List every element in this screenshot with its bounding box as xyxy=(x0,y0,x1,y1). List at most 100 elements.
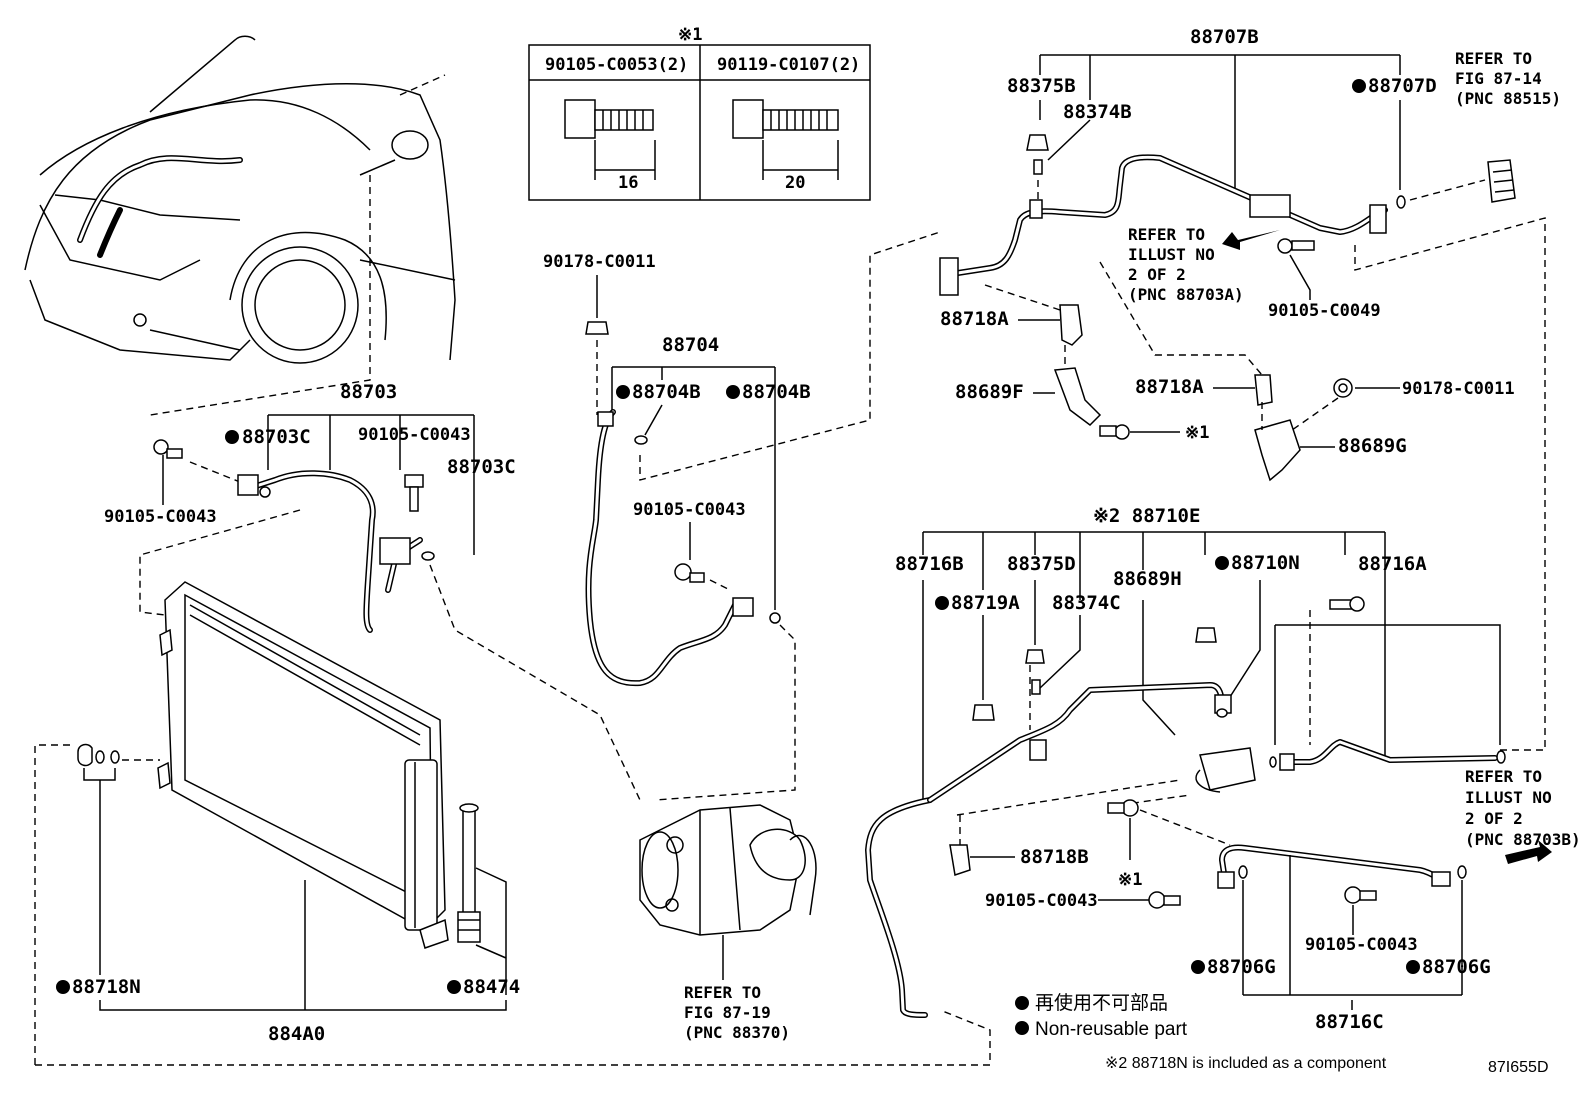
o-ring-88716A-icon xyxy=(1496,750,1506,764)
label-90105-C0043-c: 90105-C0043 xyxy=(633,500,746,520)
discharge-pipe-assembly-88707B: 88707B 88375B 88374B 88707D REFER TO FIG… xyxy=(939,26,1561,751)
label-90178-C0011-right: 90178-C0011 xyxy=(1402,379,1515,399)
label-88375B: 88375B xyxy=(1007,75,1076,97)
label-88706G-b: 88706G xyxy=(1422,956,1491,978)
o-ring-88703C-left-icon xyxy=(259,486,271,498)
valve-core-88374C-icon xyxy=(1031,679,1041,695)
flange-bolt-2-icon xyxy=(732,99,839,139)
nut-90178-C0011-right-icon xyxy=(1333,378,1353,398)
label-88707D: 88707D xyxy=(1368,75,1437,97)
svg-text:REFER TO: REFER TO xyxy=(1455,49,1532,68)
label-88706G-a: 88706G xyxy=(1207,956,1276,978)
legend-jp: 再使用不可部品 xyxy=(1035,992,1168,1014)
clamp-88718B-icon xyxy=(949,844,971,876)
svg-text:REFER TO: REFER TO xyxy=(684,983,761,1002)
condenser-core-icon xyxy=(164,581,446,931)
bolt-table-marker: ※1 xyxy=(678,25,702,45)
arrow-88703B-icon xyxy=(1505,840,1552,864)
footnote: ※2 88718N is included as a component xyxy=(1105,1055,1387,1072)
flange-bolt-1-icon xyxy=(564,99,654,139)
label-88703C-right: 88703C xyxy=(447,456,516,478)
svg-text:(PNC 88703B): (PNC 88703B) xyxy=(1465,830,1581,849)
label-88374C: 88374C xyxy=(1052,592,1121,614)
compressor-icon xyxy=(639,804,817,936)
legend: 再使用不可部品 Non-reusable part xyxy=(1015,992,1188,1040)
label-88719A: 88719A xyxy=(951,592,1020,614)
label-88474: 88474 xyxy=(463,976,520,998)
valve-cap-88375B-icon xyxy=(1026,134,1049,151)
dryer-88474-icon xyxy=(457,803,481,943)
label-88716C: 88716C xyxy=(1315,1011,1384,1033)
liquid-pipe-assembly-88703: 88703 88703C 90105-C0043 88703C 90105-C0… xyxy=(104,381,641,801)
label-88718N: 88718N xyxy=(72,976,141,998)
bolt-table-col1-part: 90105-C0053(2) xyxy=(545,55,688,75)
label-88374B: 88374B xyxy=(1063,101,1132,123)
svg-text:2 OF 2: 2 OF 2 xyxy=(1465,809,1523,828)
nut-90178-C0011-center-icon xyxy=(585,321,609,335)
label-88716B: 88716B xyxy=(895,553,964,575)
o-ring-88704B-a-icon xyxy=(634,435,648,445)
refer-fig-87-19-note: REFER TO FIG 87-19 (PNC 88370) xyxy=(684,983,790,1042)
label-90105-C0043-d: 90105-C0043 xyxy=(985,891,1098,911)
label-88689H: 88689H xyxy=(1113,568,1182,590)
label-88710E: ※2 88710E xyxy=(1093,505,1200,527)
cap-88719A-icon xyxy=(972,704,995,721)
svg-text:ILLUST NO: ILLUST NO xyxy=(1465,788,1552,807)
label-88704B-a: 88704B xyxy=(632,381,701,403)
svg-text:REFER TO: REFER TO xyxy=(1465,767,1542,786)
bolt-table-col1-length: 16 xyxy=(618,173,638,193)
label-90178-C0011-center: 90178-C0011 xyxy=(543,252,656,272)
pipe-block-fitting xyxy=(1249,194,1291,218)
label-884A0: 884A0 xyxy=(268,1023,325,1045)
o-ring-88706G-a-icon xyxy=(1238,865,1248,879)
svg-text:(PNC 88370): (PNC 88370) xyxy=(684,1023,790,1042)
bolt-reference-table: ※1 90105-C0053(2) 90119-C0107(2) 16 20 xyxy=(528,25,871,201)
clip-88710N-icon xyxy=(1195,627,1217,643)
svg-text:REFER TO: REFER TO xyxy=(1128,225,1205,244)
label-x1-bracket: ※1 xyxy=(1185,423,1209,443)
bolt-table-col2-part: 90119-C0107(2) xyxy=(717,55,860,75)
clamp-88718A-top-icon xyxy=(1059,304,1083,346)
service-port-fitting xyxy=(1029,739,1047,761)
bolt-x1-lower-icon xyxy=(1107,799,1139,817)
label-88718A-top: 88718A xyxy=(940,308,1009,330)
label-88689F: 88689F xyxy=(955,381,1024,403)
hose-fitting-top xyxy=(597,411,614,427)
bolt-90105-C0043-e-icon xyxy=(1344,886,1377,904)
condenser-assembly-884A0: 88474 88718N 884A0 xyxy=(34,581,991,1066)
label-90105-C0049: 90105-C0049 xyxy=(1268,301,1381,321)
label-88704B-b: 88704B xyxy=(742,381,811,403)
receiver-tank-icon xyxy=(404,759,438,931)
label-88716A: 88716A xyxy=(1358,553,1427,575)
label-88703C-left: 88703C xyxy=(242,426,311,448)
bolt-table-col2-length: 20 xyxy=(785,173,805,193)
o-ring-88704B-b-icon xyxy=(769,612,781,624)
svg-text:2 OF 2: 2 OF 2 xyxy=(1128,265,1186,284)
o-ring-88706G-b-icon xyxy=(1457,865,1467,879)
cap-88718N-icon xyxy=(77,743,120,767)
svg-text:FIG 87-19: FIG 87-19 xyxy=(684,1003,771,1022)
o-ring-88707D-icon xyxy=(1396,195,1406,209)
label-90105-C0043-e: 90105-C0043 xyxy=(1305,935,1418,955)
diagram-code: 87I655D xyxy=(1488,1059,1549,1076)
refer-fig-87-14-note: REFER TO FIG 87-14 (PNC 88515) xyxy=(1455,49,1561,108)
discharge-hose-88704: 90178-C0011 88704 88704B 88704B 90105-C0… xyxy=(543,231,941,801)
valve-core-88374B-icon xyxy=(1033,159,1043,175)
pressure-switch-88515-icon xyxy=(1487,159,1516,203)
label-88707B: 88707B xyxy=(1190,26,1259,48)
svg-text:(PNC 88703A): (PNC 88703A) xyxy=(1128,285,1244,304)
o-ring-88710N-icon xyxy=(1216,708,1228,718)
bracket-88689F-icon xyxy=(1053,367,1102,426)
label-90105-C0043-a: 90105-C0043 xyxy=(358,425,471,445)
refer-illust-88703A-note: REFER TO ILLUST NO 2 OF 2 (PNC 88703A) xyxy=(1128,225,1244,304)
refer-illust-88703B-note: REFER TO ILLUST NO 2 OF 2 (PNC 88703B) xyxy=(1465,767,1581,849)
hose-fitting-bottom xyxy=(732,597,754,617)
bolt-90105-C0043-d-icon xyxy=(1148,891,1181,909)
bolt-90105-C0049-icon xyxy=(1277,238,1315,254)
o-ring-88703C-right-icon xyxy=(421,551,435,561)
svg-text:ILLUST NO: ILLUST NO xyxy=(1128,245,1215,264)
bolt-90105-C0043-a-icon xyxy=(404,474,424,512)
vehicle-front-illustration xyxy=(24,35,456,416)
bolt-88716A-icon xyxy=(1329,596,1365,612)
label-88718B: 88718B xyxy=(1020,846,1089,868)
